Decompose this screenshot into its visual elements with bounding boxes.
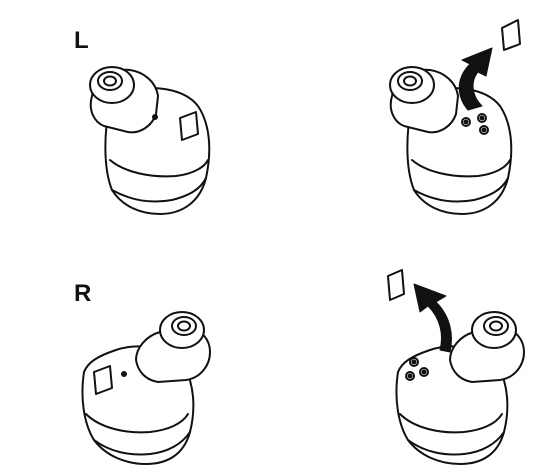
right-earbud-label: R [74,280,92,307]
peel-arrow-icon [413,283,452,353]
removed-film-icon [501,19,521,51]
removed-film-icon [387,269,405,301]
protective-film-icon [179,111,199,141]
earbud-left-with-film [89,66,211,215]
protective-film-icon [93,365,113,395]
earbud-right-film-removed [387,269,525,465]
peel-arrow-icon [458,47,493,111]
left-earbud-label: L [74,27,89,54]
earbud-right-with-film [81,311,211,465]
earbud-left-film-removed [389,19,521,215]
